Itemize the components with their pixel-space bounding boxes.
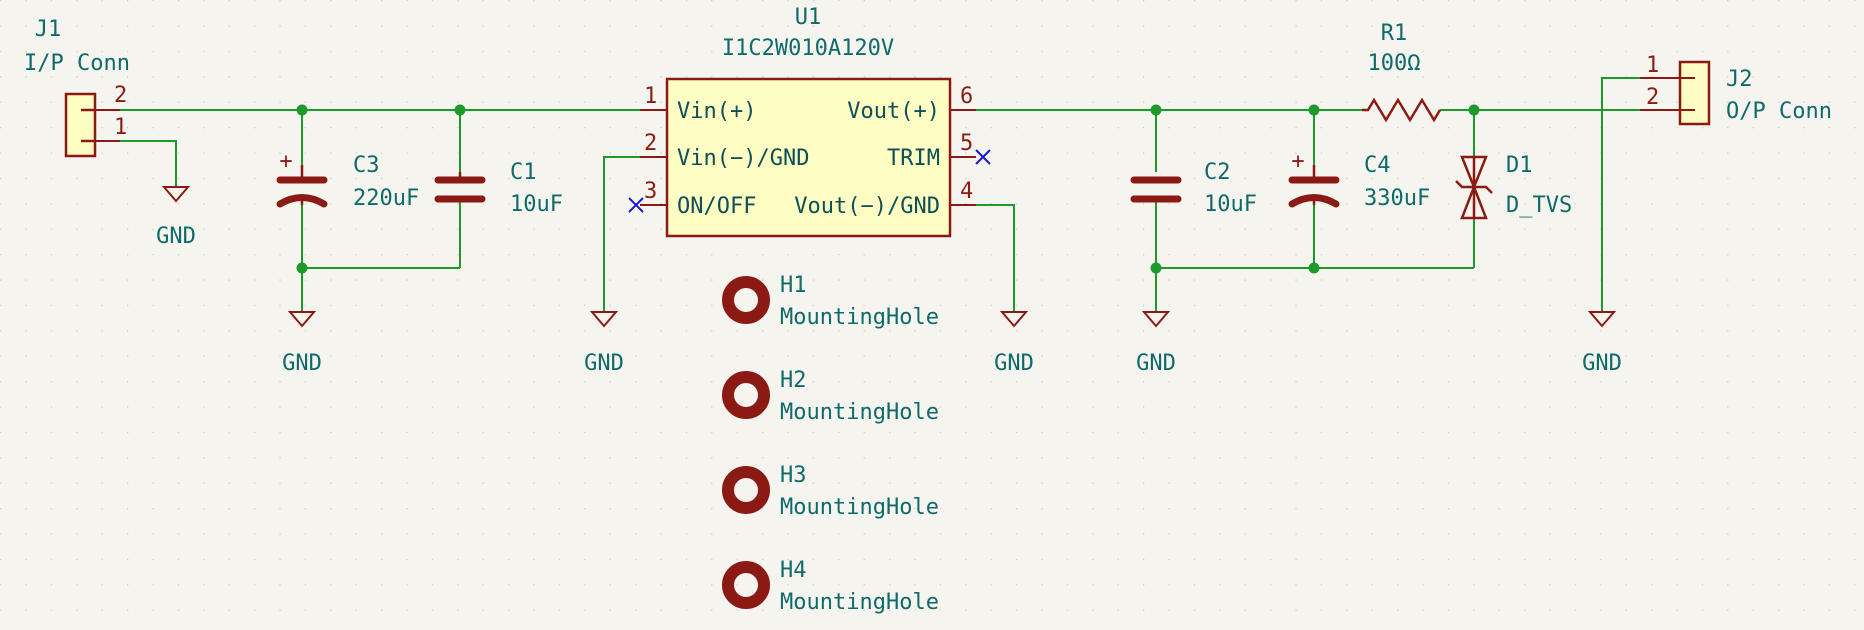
h4-value: MountingHole [780,590,939,615]
h4-ref: H4 [780,558,807,583]
u1-pin5-name: TRIM [887,146,940,171]
capacitor-c3[interactable]: + C3 220uF [276,149,419,211]
u1-pin2-num: 2 [644,131,657,156]
r1-ref: R1 [1381,21,1408,46]
h2-value: MountingHole [780,400,939,425]
u1-value: I1C2W010A120V [722,36,894,61]
j2-pin-bottom: 2 [1646,85,1659,110]
j1-pin-bottom: 1 [114,115,127,140]
j2-ref: J2 [1726,67,1753,92]
c3-ref: C3 [353,153,380,178]
gnd-symbol-c3: GND [282,311,322,376]
j2-pin-top: 1 [1646,53,1659,78]
u1-pin4-name: Vout(−)/GND [794,194,940,219]
c4-value: 330uF [1364,186,1430,211]
no-connect-on-off [628,197,644,213]
mounting-hole-h2[interactable]: H2 MountingHole [722,368,939,425]
connector-j2[interactable]: 1 2 J2 O/P Conn [1640,53,1832,126]
resistor-r1[interactable]: R1 100Ω [1362,21,1442,123]
junctions [296,104,1480,274]
connector-j1[interactable]: J1 I/P Conn 2 1 [24,17,130,158]
d1-value: D_TVS [1506,193,1572,218]
gnd-symbol-c2: GND [1136,311,1176,376]
mounting-hole-h1[interactable]: H1 MountingHole [722,273,939,330]
c1-ref: C1 [510,160,537,185]
mounting-hole-h4[interactable]: H4 MountingHole [722,558,939,615]
module-u1[interactable]: U1 I1C2W010A120V 1 2 3 6 5 4 Vin(+) Vin(… [640,5,976,238]
gnd-symbol-vout: GND [994,311,1034,376]
d1-ref: D1 [1506,153,1533,178]
gnd-label: GND [1136,351,1176,376]
gnd-label: GND [1582,351,1622,376]
gnd-label: GND [994,351,1034,376]
c4-ref: C4 [1364,153,1391,178]
u1-pin2-name: Vin(−)/GND [677,146,809,171]
mounting-hole-h3[interactable]: H3 MountingHole [722,463,939,520]
j1-pin-top: 2 [114,83,127,108]
u1-pin1-num: 1 [644,84,657,109]
h1-value: MountingHole [780,305,939,330]
h3-value: MountingHole [780,495,939,520]
gnd-label: GND [156,224,196,249]
c3-value: 220uF [353,186,419,211]
no-connect-trim [975,149,991,165]
capacitor-c4[interactable]: + C4 330uF [1288,149,1430,211]
u1-pin3-name: ON/OFF [677,194,756,219]
capacitor-c1[interactable]: C1 10uF [434,160,563,217]
gnd-label: GND [584,351,624,376]
c2-value: 10uF [1204,192,1257,217]
diode-d1[interactable]: D1 D_TVS [1455,153,1572,220]
u1-pin6-num: 6 [960,84,973,109]
u1-pin4-num: 4 [960,179,973,204]
c1-value: 10uF [510,192,563,217]
gnd-symbol-j1: GND [156,186,196,249]
u1-pin3-num: 3 [644,179,657,204]
h2-ref: H2 [780,368,807,393]
u1-ref: U1 [795,5,822,30]
u1-pin1-name: Vin(+) [677,99,756,124]
gnd-label: GND [282,351,322,376]
h3-ref: H3 [780,463,807,488]
j2-value: O/P Conn [1726,99,1832,124]
gnd-symbol-j2: GND [1582,311,1622,376]
u1-pin6-name: Vout(+) [847,99,940,124]
u1-pin5-num: 5 [960,131,973,156]
j1-value: I/P Conn [24,51,130,76]
gnd-symbol-vin: GND [584,311,624,376]
j1-ref: J1 [35,17,62,42]
h1-ref: H1 [780,273,807,298]
c4-polarity: + [1291,149,1304,174]
capacitor-c2[interactable]: C2 10uF [1130,160,1257,217]
c3-polarity: + [279,149,292,174]
r1-value: 100Ω [1368,51,1421,76]
c2-ref: C2 [1204,160,1231,185]
